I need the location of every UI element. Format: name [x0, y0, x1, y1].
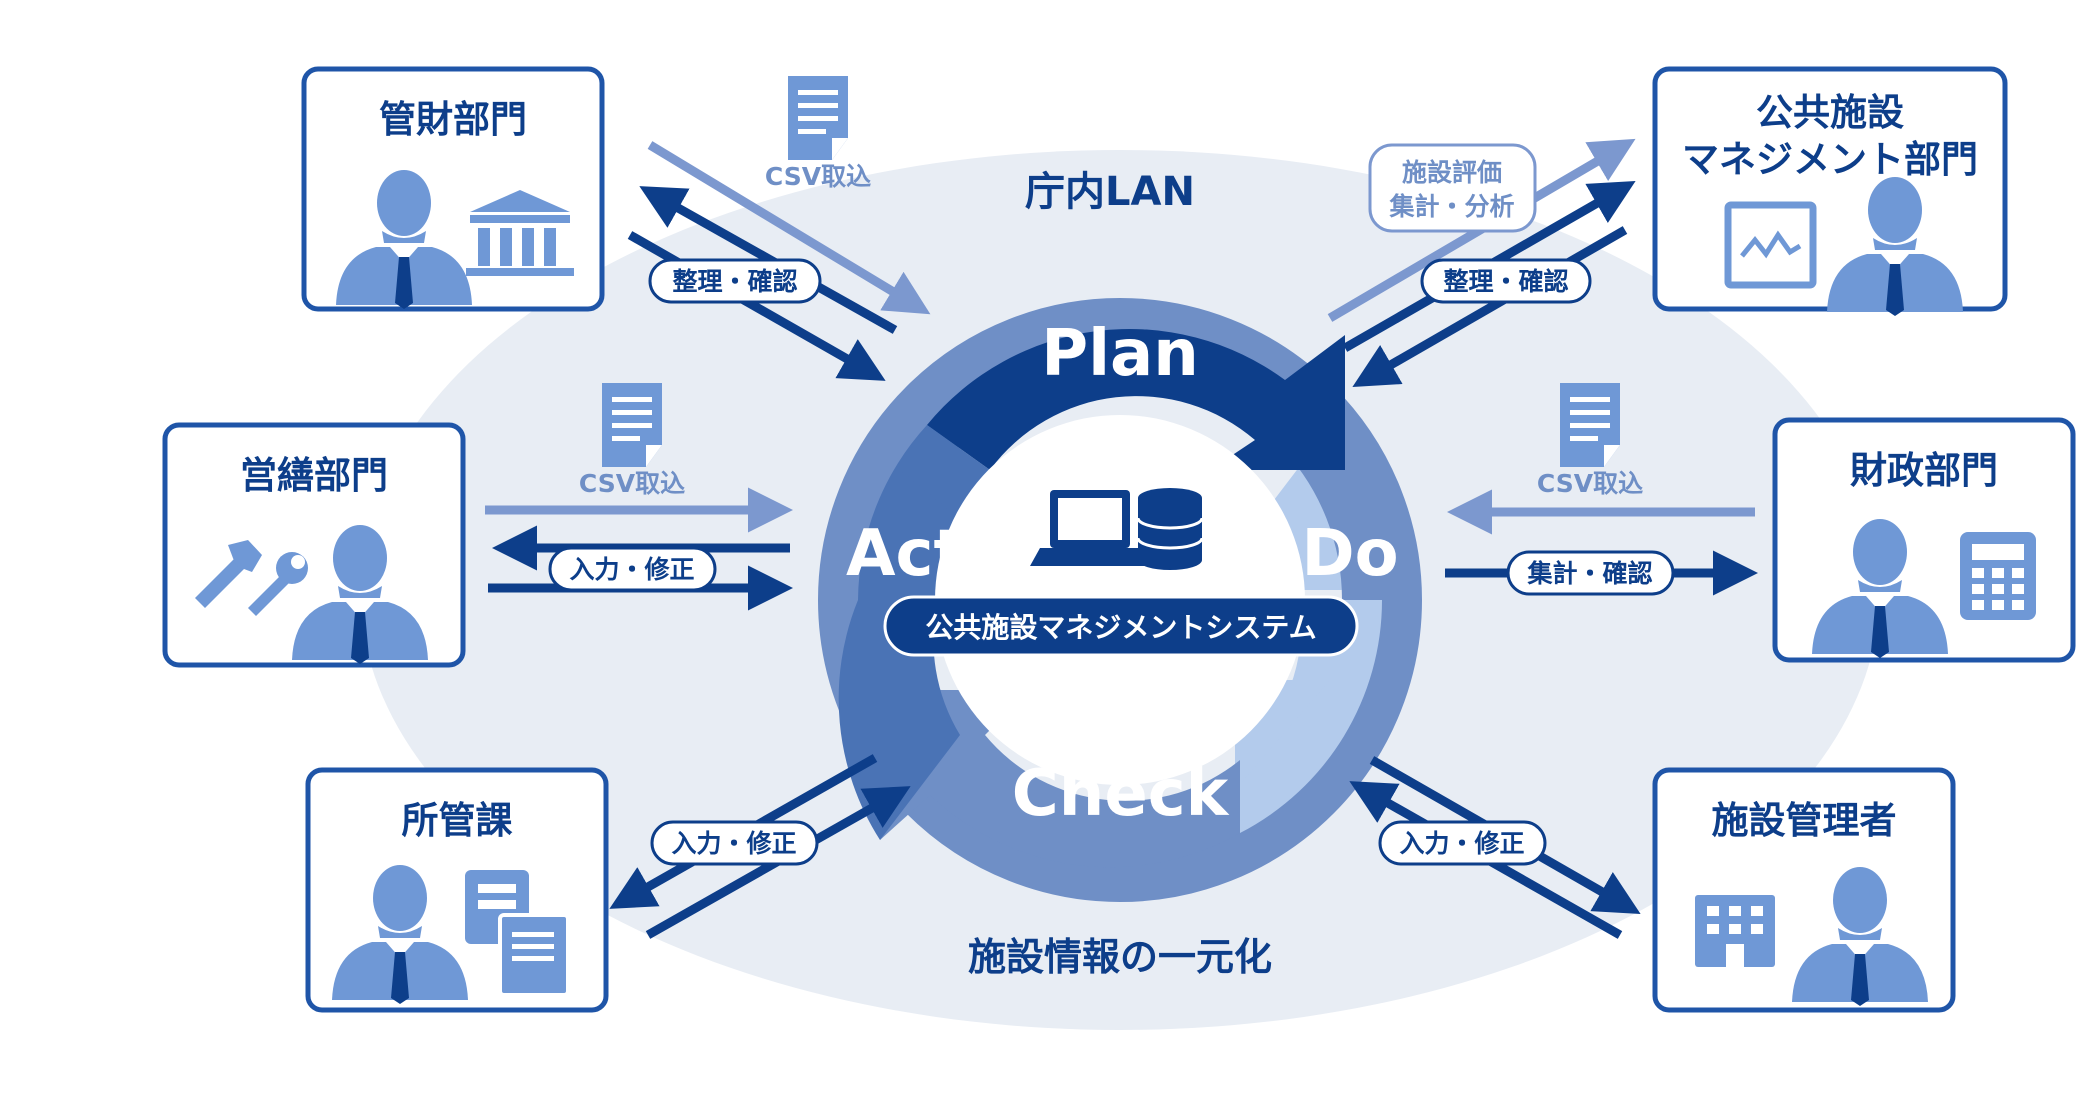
dept-shokan: 所管課 — [305, 767, 609, 1013]
dept-kanzai-title: 管財部門 — [379, 98, 527, 141]
pdca-plan-label: Plan — [1041, 317, 1199, 391]
pill-nyuryoku-eizen-text: 入力・修正 — [569, 555, 694, 584]
dept-kanri: 施設管理者 — [1652, 767, 1956, 1013]
pill-hyoka-line1: 施設評価 — [1402, 158, 1502, 187]
chart-monitor-icon — [1724, 201, 1817, 289]
building-icon — [1695, 895, 1775, 967]
pill-shukei-zaisei-text: 集計・確認 — [1526, 559, 1652, 588]
csv-label-zaisei: CSV取込 — [1537, 469, 1643, 498]
pill-seiri-kokyo: 整理・確認 — [1420, 258, 1592, 304]
dept-eizen-title: 営繕部門 — [240, 454, 388, 497]
pdca-cycle: Plan Do Check Act 公共施設マネジメントシステム — [818, 298, 1422, 902]
cycle-segment-plan — [927, 329, 1345, 470]
csv-label-kanzai: CSV取込 — [765, 162, 871, 191]
csv-file-icon — [602, 383, 662, 467]
pill-hyoka-kokyo: 施設評価 集計・分析 — [1368, 143, 1537, 233]
pill-nyuryoku-kanri-text: 入力・修正 — [1399, 829, 1524, 858]
arrow-kokyo-return — [1352, 226, 1628, 387]
bank-icon — [466, 190, 574, 276]
center-caption: 施設情報の一元化 — [968, 935, 1272, 979]
pdca-act-label: Act — [846, 517, 964, 591]
tools-icon — [195, 540, 308, 616]
arrow-kokyo-eval — [1327, 138, 1636, 322]
csv-label-eizen: CSV取込 — [579, 469, 685, 498]
documents-icon — [465, 870, 570, 997]
system-name: 公共施設マネジメントシステム — [925, 611, 1316, 644]
pdca-do-label: Do — [1301, 517, 1398, 591]
csv-file-icon — [788, 76, 848, 160]
cycle-segment-do — [1240, 600, 1382, 833]
cycle-segment-check — [880, 690, 1240, 868]
calculator-icon — [1960, 532, 2036, 620]
pill-nyuryoku-shokan-text: 入力・修正 — [671, 829, 796, 858]
dept-kanri-title: 施設管理者 — [1712, 799, 1897, 842]
system-name-pill — [883, 595, 1359, 657]
pdca-check-label: Check — [1012, 757, 1230, 831]
network-label: 庁内LAN — [1025, 169, 1195, 215]
arrow-kanzai-csv — [647, 141, 931, 315]
pill-seiri-kanzai: 整理・確認 — [648, 258, 822, 304]
dept-zaisei-title: 財政部門 — [1850, 449, 1998, 492]
dept-kokyo-title-line2: マネジメント部門 — [1682, 138, 1978, 181]
pill-nyuryoku-eizen: 入力・修正 — [548, 546, 717, 592]
computer-database-icon — [1030, 488, 1204, 570]
pill-seiri-kokyo-text: 整理・確認 — [1443, 267, 1568, 296]
pill-nyuryoku-kanri: 入力・修正 — [1378, 820, 1547, 866]
pill-seiri-kanzai-text: 整理・確認 — [672, 267, 797, 296]
dept-kokyo: 公共施設 マネジメント部門 — [1652, 66, 2008, 316]
dept-zaisei: 財政部門 — [1772, 417, 2076, 663]
flow-arrows — [485, 138, 1758, 939]
pill-shukei-zaisei: 集計・確認 — [1506, 550, 1675, 596]
dept-eizen: 営繕部門 — [162, 422, 466, 668]
pill-nyuryoku-shokan: 入力・修正 — [650, 820, 819, 866]
csv-file-icon — [1560, 383, 1620, 467]
dept-shokan-title: 所管課 — [402, 799, 513, 842]
dept-kokyo-title-line1: 公共施設 — [1756, 91, 1904, 134]
dept-kanzai: 管財部門 — [301, 66, 605, 312]
pill-hyoka-line2: 集計・分析 — [1388, 192, 1514, 221]
